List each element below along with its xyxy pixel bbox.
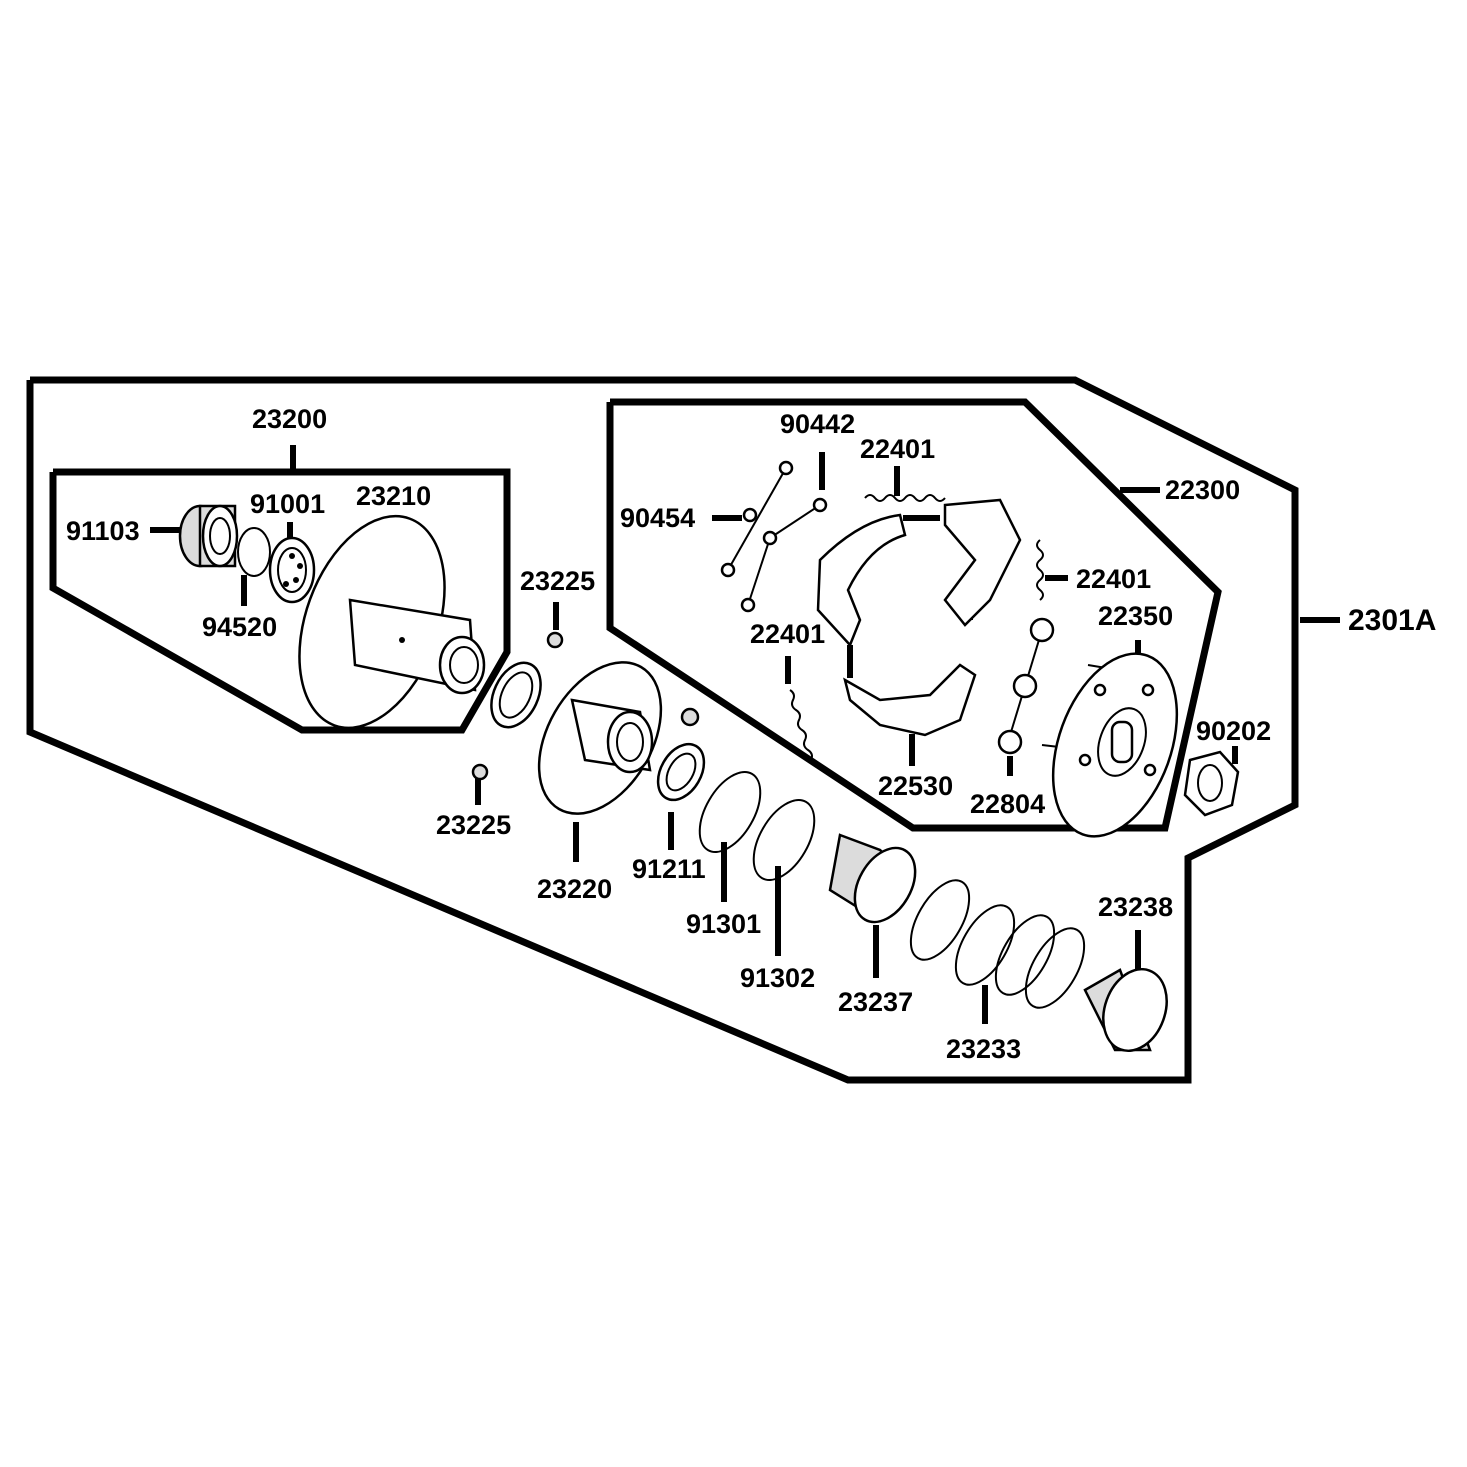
o-ring-1-drawing: [698, 771, 762, 853]
seat-collar-drawing: [828, 833, 917, 924]
fixed-face-drawing: [298, 514, 486, 730]
spring-left-drawing: [789, 689, 813, 761]
label-22530: 22530: [878, 771, 953, 801]
circlip-drawing: [237, 527, 271, 577]
label-94520: 94520: [202, 612, 277, 642]
seal-ring-drawing: [490, 661, 542, 729]
label-22804: 22804: [970, 789, 1045, 819]
o-ring-2-drawing: [752, 799, 816, 881]
label-assembly: 2301A: [1348, 604, 1436, 637]
spring-right-drawing: [1036, 539, 1044, 601]
nut-drawing: [1183, 750, 1240, 817]
oil-seal-drawing: [656, 742, 706, 802]
link-left-drawing: [720, 460, 794, 578]
pin-top-drawing: [546, 631, 564, 649]
label-22401-right: 22401: [1076, 564, 1151, 594]
outer-assembly-frame: [26, 376, 1299, 1084]
label-91302: 91302: [740, 963, 815, 993]
label-23238: 23238: [1098, 892, 1173, 922]
label-23210: 23210: [356, 481, 431, 511]
damper-drawing: [997, 617, 1055, 755]
label-22401-left: 22401: [750, 619, 825, 649]
small-nut-drawing: [680, 707, 700, 727]
clutch-shoe-drawing: [816, 498, 1022, 737]
label-91211: 91211: [632, 854, 706, 884]
label-clutch-assembly: 22300: [1165, 475, 1240, 505]
movable-face-drawing: [537, 661, 663, 815]
link-right-drawing: [740, 497, 828, 613]
label-pulley-assembly: 23200: [252, 404, 327, 434]
label-90454: 90454: [620, 503, 695, 533]
clutch-assembly-frame: [606, 398, 1222, 832]
spring-seat-drawing: [1083, 967, 1168, 1053]
clutch-plate-drawing: [1041, 652, 1179, 838]
label-23220: 23220: [537, 874, 612, 904]
pin-bottom-drawing: [471, 763, 489, 781]
label-90442: 90442: [780, 409, 855, 439]
label-91103: 91103: [66, 516, 140, 546]
label-23237: 23237: [838, 987, 913, 1017]
label-22350: 22350: [1098, 601, 1173, 631]
needle-bearing-drawing: [178, 504, 239, 568]
ball-bearing-drawing: [268, 536, 316, 604]
label-23225-bottom: 23225: [436, 810, 511, 840]
spring-top-drawing: [864, 494, 946, 502]
label-90202: 90202: [1196, 716, 1271, 746]
label-23225-top: 23225: [520, 566, 595, 596]
pulley-assembly-frame: [49, 468, 511, 734]
label-91001: 91001: [250, 489, 325, 519]
label-23233: 23233: [946, 1034, 1021, 1064]
label-22401-top: 22401: [860, 434, 935, 464]
spring-drawing: [909, 879, 1086, 1009]
label-91301: 91301: [686, 909, 761, 939]
